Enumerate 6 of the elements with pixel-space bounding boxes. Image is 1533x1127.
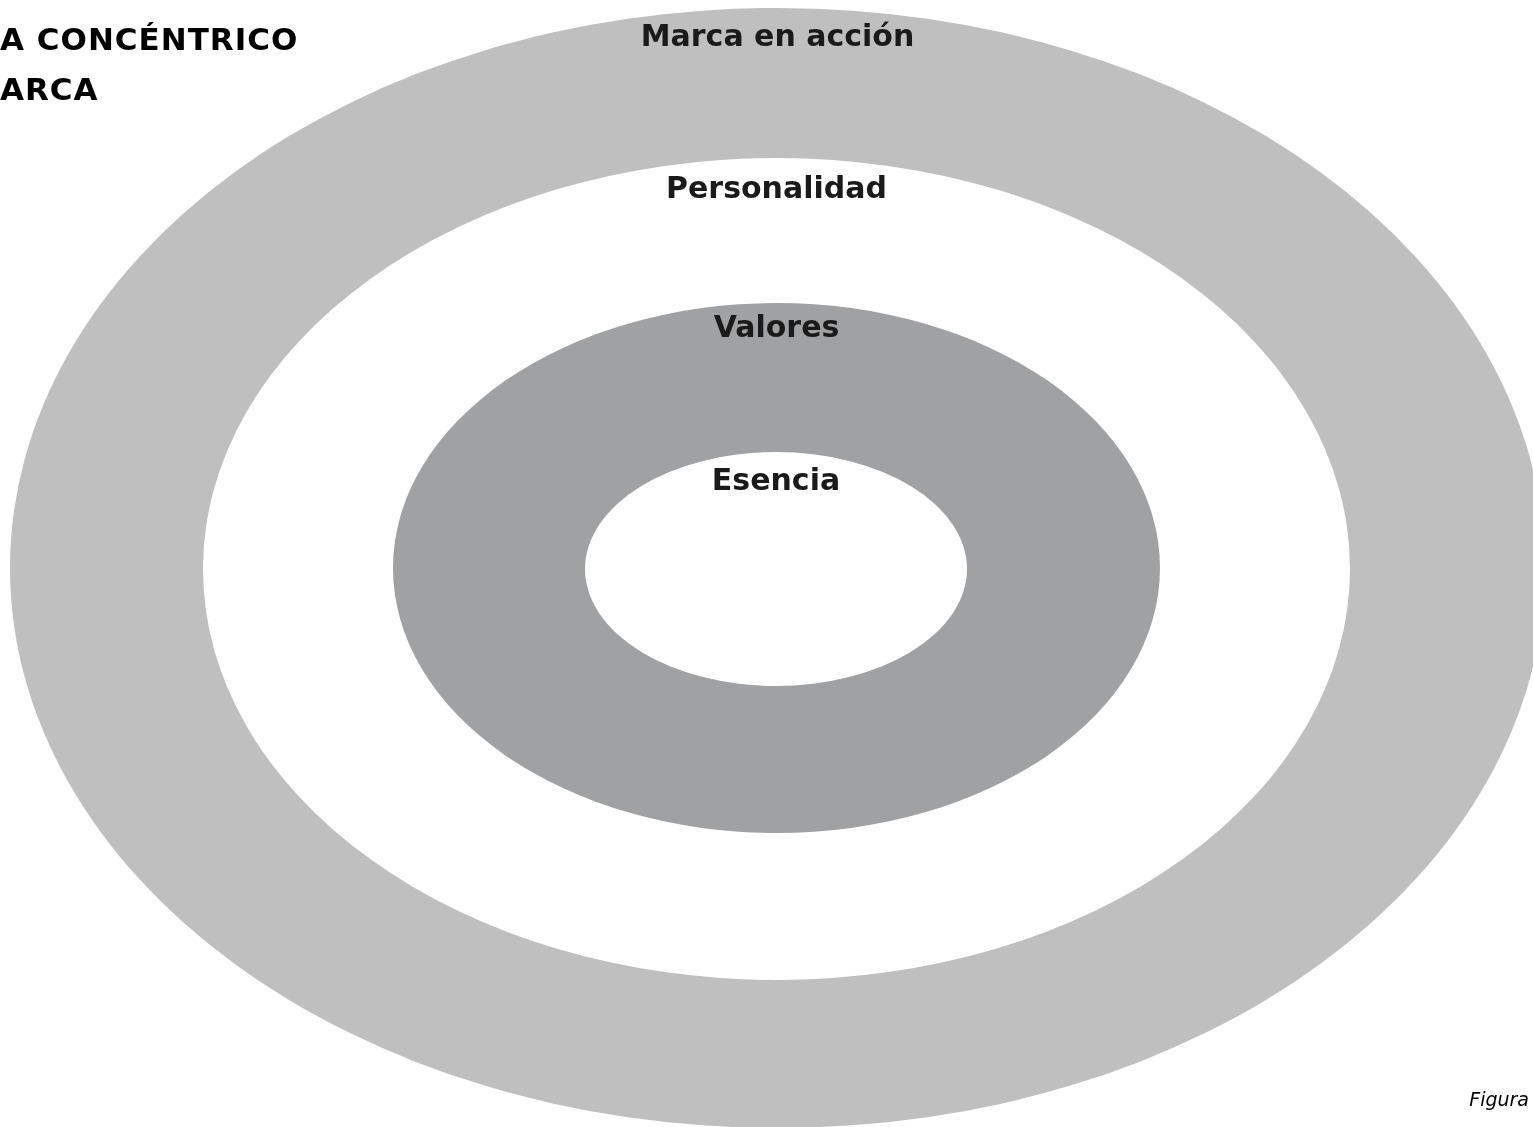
- diagram-title: A CONCÉNTRICO ARCA: [0, 20, 300, 109]
- ring-label: Personalidad: [666, 170, 887, 205]
- ring-label: Esencia: [711, 462, 841, 497]
- ring-label: Valores: [713, 309, 840, 344]
- figure-caption: Figura: [1469, 1088, 1529, 1110]
- ring-label: Marca en acción: [640, 18, 915, 53]
